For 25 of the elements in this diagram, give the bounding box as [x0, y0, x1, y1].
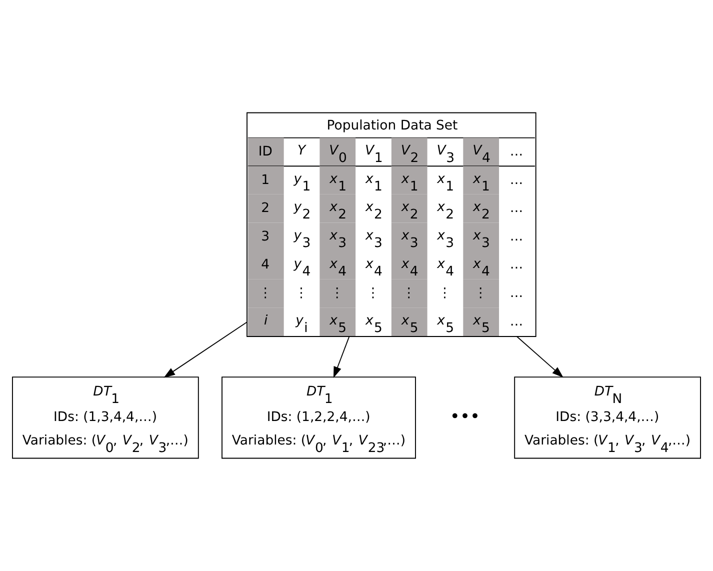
label: 2	[261, 201, 270, 216]
label: ⋮	[438, 286, 452, 302]
label: ⋮	[402, 286, 416, 302]
label: …	[510, 201, 524, 216]
label: …	[510, 172, 524, 188]
label: 3	[261, 229, 270, 244]
label: •••	[450, 406, 480, 427]
label: …	[510, 229, 524, 244]
label: ⋮	[330, 286, 344, 302]
label: i	[264, 313, 268, 328]
label: …	[510, 258, 524, 273]
label: ⋮	[474, 286, 488, 302]
label: ID	[258, 144, 272, 160]
label: 4	[261, 258, 270, 273]
arrow	[164, 322, 248, 378]
label: …	[510, 144, 524, 160]
label: ⋮	[366, 286, 380, 302]
label: ⋮	[258, 286, 272, 302]
label: …	[510, 286, 524, 302]
label: …	[510, 314, 524, 330]
label: ⋮	[294, 286, 308, 302]
arrow	[516, 336, 564, 378]
label: 1	[261, 172, 270, 188]
label: Y	[298, 143, 306, 158]
arrow	[333, 336, 350, 378]
